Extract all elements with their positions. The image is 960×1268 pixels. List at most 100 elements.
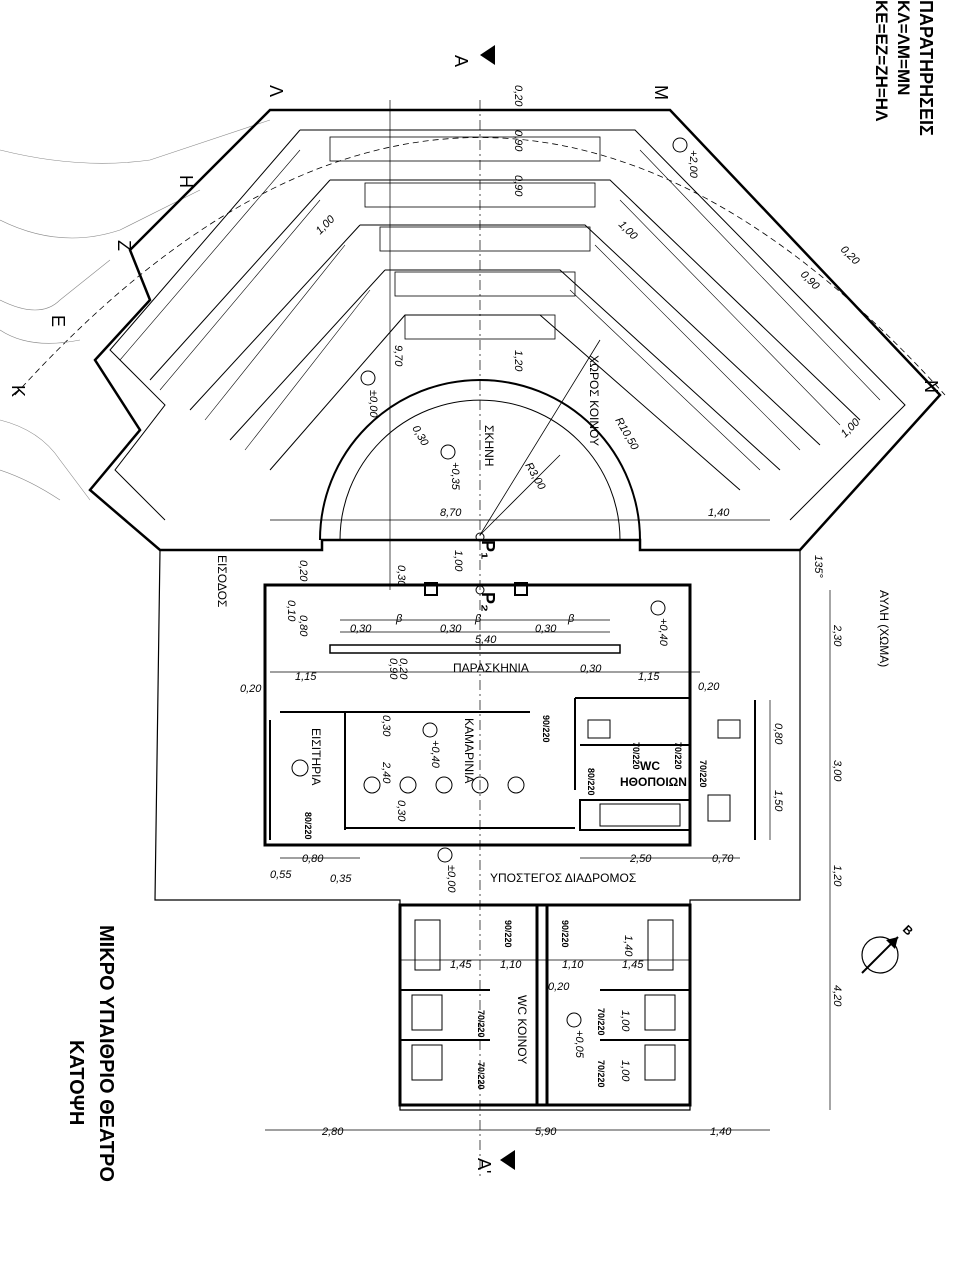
seat-blocks — [329, 136, 601, 340]
dim-beta2: β — [474, 613, 482, 625]
dim-d020-wc: 0,20 — [548, 981, 570, 993]
section-arrow-bottom[interactable] — [500, 1150, 515, 1170]
point-N: Ν — [921, 380, 941, 393]
section-mark-top: Α — [451, 55, 471, 67]
dim-d150: 1,50 — [772, 790, 784, 812]
dim-d970: 9,70 — [392, 345, 404, 367]
interior-walls — [264, 697, 756, 845]
dim-d120: 1,20 — [512, 350, 524, 372]
room-wc-public: WC ΚΟΙΝΟΥ — [515, 995, 529, 1064]
dim-d250: 2,50 — [629, 853, 652, 865]
room-dressing: ΚΑΜΑΡΙΝΙΑ — [462, 718, 476, 783]
dim-d030-a: 0,30 — [350, 623, 372, 635]
dim-d540: 5,40 — [475, 634, 497, 646]
compass — [861, 936, 899, 974]
door-70-220-f: 70/220 — [596, 1008, 606, 1036]
dim-d115-a: 1,15 — [295, 671, 317, 683]
compass-label: B — [900, 922, 916, 938]
dim-d030-e: 0,30 — [380, 715, 392, 737]
section-mark-bottom: Α' — [474, 1158, 494, 1173]
dim-d030-stage: 0,30 — [409, 424, 431, 449]
dim-d020-b: 0,20 — [240, 683, 262, 695]
level-wc-public: +0,05 — [573, 1030, 585, 1059]
wc-partitions — [400, 989, 690, 1041]
dim-d090a: 0,90 — [512, 130, 524, 152]
dim-d100-p: 1,00 — [452, 550, 464, 572]
angle-135: 135° — [812, 555, 824, 578]
dim-d030-f: 0,30 — [395, 800, 407, 822]
level-dressing: +0,40 — [429, 740, 441, 769]
point-E: Ε — [48, 315, 68, 327]
dim-d240: 2,40 — [380, 761, 392, 784]
dim-d080-a: 0,80 — [297, 615, 309, 637]
dim-d070: 0,70 — [712, 853, 734, 865]
dim-d020-d: 0,20 — [698, 681, 720, 693]
dim-d870: 8,70 — [440, 507, 462, 519]
dimension-lines — [265, 100, 831, 1131]
dim-d145-a: 1,45 — [450, 959, 472, 971]
door-90-220-b: 90/220 — [503, 920, 513, 948]
door-80-220-b: 80/220 — [303, 812, 313, 840]
point-P1: P₁ — [478, 540, 498, 559]
level-top-row: +2,00 — [687, 150, 699, 179]
door-90-220-c: 90/220 — [560, 920, 570, 948]
dim-d100-right: 1,00 — [616, 219, 640, 243]
room-yard: ΑΥΛΗ (ΧΩΜΑ) — [877, 590, 891, 667]
dim-d090-c: 0,90 — [387, 658, 399, 680]
pillar — [424, 582, 438, 596]
dim-d030-top: 0,30 — [395, 565, 407, 587]
drawing-title-line1: ΜΙΚΡΟ ΥΠΑΙΘΡΙΟ ΘΕΑΤΡΟ — [95, 925, 117, 1182]
counter — [599, 803, 681, 827]
dim-d100-wc-b: 1,00 — [619, 1060, 631, 1082]
seating-outline — [88, 108, 942, 552]
dim-d035: 0,35 — [330, 873, 352, 885]
room-wc-actors-1: WC — [640, 759, 660, 773]
yard-outline — [154, 549, 801, 1111]
dim-d115-b: 1,15 — [638, 671, 660, 683]
seating-rows — [109, 129, 906, 521]
dim-d300: 3,00 — [831, 760, 843, 782]
notes-line2: ΚΕ=ΕΖ=ΖΗ=ΗΛ — [872, 0, 891, 122]
radius-line-small — [479, 454, 561, 536]
dim-beta1: β — [395, 613, 403, 625]
seat-grid-lines — [119, 149, 881, 471]
terrain-contours — [0, 119, 271, 501]
backstage-partition — [329, 644, 621, 654]
wc-fixtures-actors — [587, 719, 741, 822]
level-seating-base: ±0,00 — [367, 390, 379, 418]
public-wc-building — [398, 903, 692, 1107]
dim-d230: 2,30 — [831, 624, 843, 647]
drawing-title-line2: ΚΑΤΟΨΗ — [65, 1040, 87, 1125]
dim-d590: 5,90 — [535, 1126, 557, 1138]
point-M: Μ — [651, 85, 671, 100]
dim-d080-b: 0,80 — [772, 723, 784, 745]
level-backstage: +0,40 — [657, 618, 669, 647]
dim-d090-n: 0,90 — [798, 269, 822, 293]
radius-seating: R10,50 — [612, 416, 641, 453]
dim-d120-r: 1,20 — [831, 865, 843, 887]
point-H: Η — [176, 175, 196, 188]
dim-d030-d: 0,30 — [580, 663, 602, 675]
dressing-stools — [291, 759, 525, 794]
door-70-220-a: 70/220 — [631, 742, 641, 770]
door-90-220-a: 90/220 — [541, 715, 551, 743]
dim-d030-b: 0,30 — [440, 623, 462, 635]
dim-d020-top: 0,20 — [512, 85, 524, 107]
dim-d140-top: 1,40 — [708, 507, 730, 519]
dim-d110-a: 1,10 — [500, 959, 522, 971]
point-Z: Ζ — [114, 240, 134, 251]
level-markers — [360, 137, 688, 1028]
section-arrow-top[interactable] — [480, 45, 495, 65]
dim-d020-n: 0,20 — [838, 244, 862, 268]
dim-d020-a: 0,20 — [297, 560, 309, 582]
room-tickets: ΕΙΣΙΤΗΡΙΑ — [309, 728, 323, 785]
room-stage: ΣΚΗΝΗ — [482, 425, 496, 466]
dim-d030-c: 0,30 — [535, 623, 557, 635]
dim-d280: 2,80 — [321, 1126, 344, 1138]
door-70-220-d: 70/220 — [476, 1010, 486, 1038]
room-entrance: ΕΙΣΟΔΟΣ — [215, 555, 229, 607]
dim-d020-c: 0,20 — [397, 658, 409, 680]
room-backstage: ΠΑΡΑΣΚΗΝΙΑ — [453, 661, 529, 675]
dim-d100-wc-a: 1,00 — [619, 1010, 631, 1032]
